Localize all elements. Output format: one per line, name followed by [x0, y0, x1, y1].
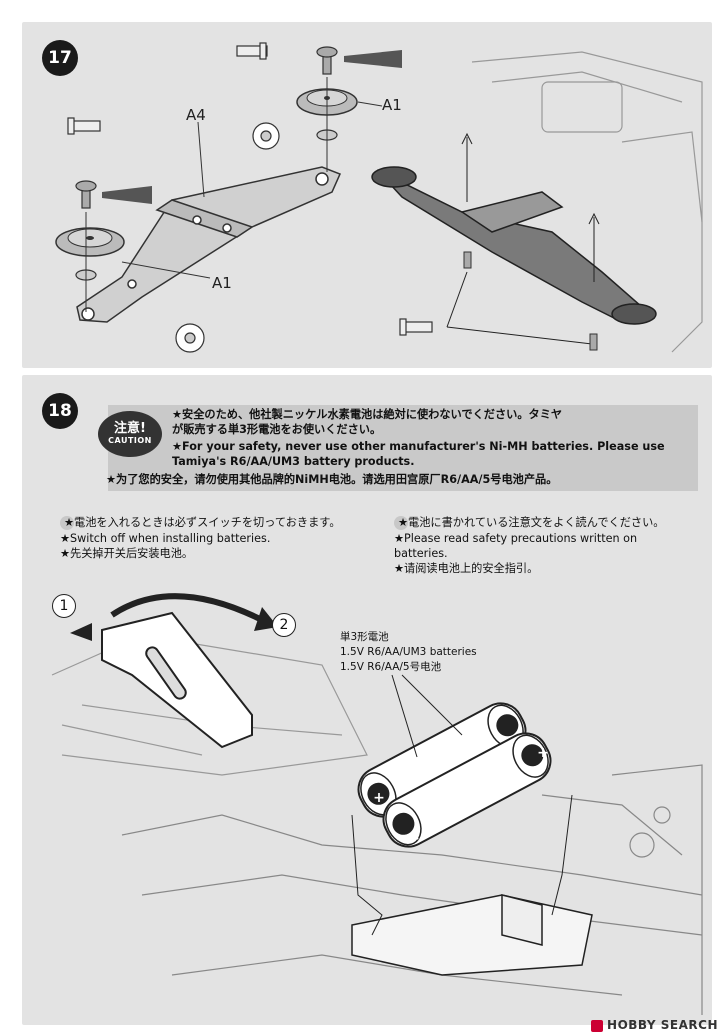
plus-sign-icon: +: [373, 790, 385, 806]
minus-sign-icon: −: [491, 705, 503, 721]
stay-part-left: [76, 166, 342, 323]
note-right-jp: ★電池に書かれている注意文をよく読んでください。: [394, 515, 664, 530]
roller-left: [55, 227, 125, 257]
caution-jp-line-2: が販売する単3形電池をお使いください。: [172, 423, 382, 436]
label-leaders: [351, 674, 573, 936]
part-label-a1-top: A1: [382, 96, 402, 114]
watermark: HOBBY SEARCH: [591, 1018, 718, 1032]
caution-badge-jp: 注意!: [114, 421, 146, 436]
battery-holder: [351, 894, 593, 976]
highlight-dot-icon: [394, 516, 408, 530]
step-17-illustration: [55, 42, 703, 353]
caution-jp-line-1: ★安全のため、他社製ニッケル水素電池は絶対に使わないでください。タミヤ: [172, 408, 563, 421]
part-label-a1-left: A1: [212, 274, 232, 292]
step-18-panel: 18 注意! CAUTION ★安全のため、他社製ニッケル水素電池は絶対に使わな…: [22, 375, 712, 1025]
plus-sign-icon-2: +: [537, 745, 549, 761]
part-label-a4: A4: [186, 106, 206, 124]
caution-box: [108, 405, 698, 491]
step-circle-2: 2: [272, 613, 296, 637]
screwdrivers: [102, 50, 402, 204]
note-right-en-2: batteries.: [394, 547, 448, 560]
note-left-en: ★Switch off when installing batteries.: [60, 532, 271, 545]
battery-label-jp: 単3形電池: [340, 631, 389, 643]
step-18-number: 18: [42, 393, 78, 429]
battery-front: [382, 732, 552, 848]
slide-arrow: [70, 623, 92, 641]
step-17-panel: 17: [22, 22, 712, 368]
chassis-right: [471, 51, 703, 353]
battery-label-cn: 1.5V R6/AA/5号电池: [340, 661, 442, 673]
caution-en-line-1: ★For your safety, never use other manufa…: [172, 440, 665, 453]
step-18-illustration: + − − +: [50, 593, 703, 1015]
note-right-cn: ★请阅读电池上的安全指引。: [394, 562, 539, 575]
battery-cover: [101, 611, 253, 749]
chassis-sketch: [121, 764, 703, 1015]
step-17-number: 17: [42, 40, 78, 76]
caution-badge: 注意! CAUTION: [98, 411, 162, 457]
shafts: [67, 42, 433, 336]
highlight-dot-icon: [60, 516, 74, 530]
stay-part-right: [371, 166, 657, 325]
rotation-arrow: [110, 593, 264, 623]
battery-label-en: 1.5V R6/AA/UM3 batteries: [340, 646, 477, 658]
caution-en-line-2: Tamiya's R6/AA/UM3 battery products.: [172, 455, 415, 468]
battery-cover-inset: [50, 593, 370, 780]
hobby-search-logo-icon: [591, 1019, 604, 1032]
caution-cn-line: ★为了您的安全，请勿使用其他品牌的NiMH电池。请选用田宫原厂R6/AA/5号电…: [106, 473, 558, 486]
note-right-en-1: ★Please read safety precautions written …: [394, 532, 638, 545]
caution-badge-en: CAUTION: [108, 436, 152, 445]
screws-right: [463, 251, 598, 351]
note-left-jp: ★電池を入れるときは必ずスイッチを切っておきます。: [60, 515, 341, 530]
minus-sign-icon-2: −: [408, 831, 420, 847]
screws: [75, 46, 338, 209]
battery-terminal-signs: + − − +: [373, 705, 549, 847]
note-left-cn: ★先关掉开关后安装电池。: [60, 547, 194, 560]
step-circle-1: 1: [52, 594, 76, 618]
arrows-right: [446, 132, 600, 345]
